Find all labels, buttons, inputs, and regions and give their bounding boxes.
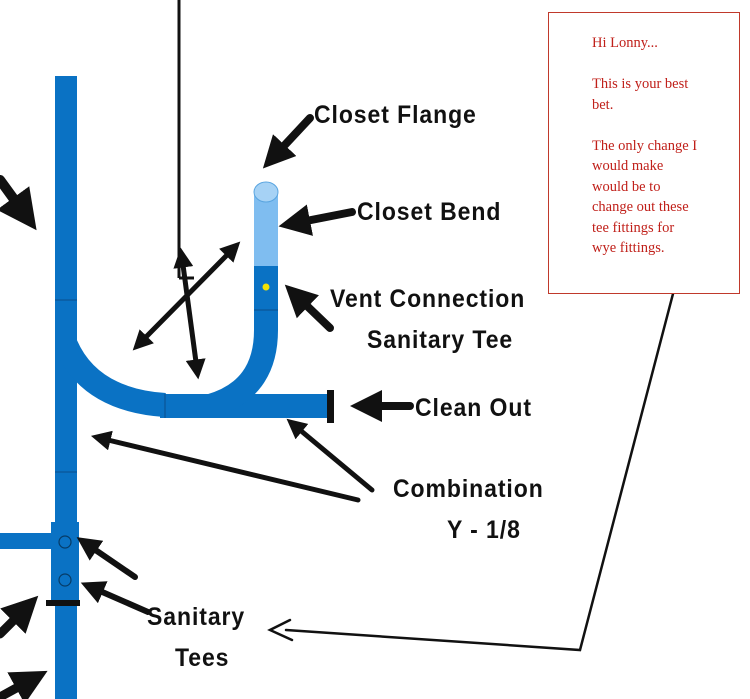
label-closet-flange: Closet Flange [314,101,477,129]
clean-out-cap [327,390,334,423]
combination-wye-fitting [55,339,167,417]
arrow-closet-bend [278,204,356,236]
note-line: The only change I [592,137,698,154]
label-combination-y: Y - 1/8 [447,516,521,544]
arrow-combination-stack [90,430,361,503]
arrow-double-lower [173,247,206,380]
note-line: tee fittings for [592,219,675,236]
note-greeting: Hi Lonny... [592,35,658,51]
arrow-sanitary-tee-lower [80,581,151,615]
arrow-sanitary-tee-upper [76,537,138,580]
label-combination: Combination [393,475,544,503]
label-closet-bend: Closet Bend [357,198,502,226]
arrow-left-edge-bottom [0,670,48,699]
label-tees: Tees [175,644,230,672]
note-line: change out these [592,199,689,215]
arrow-note-pointer [284,242,688,652]
note-line: bet. [592,96,614,113]
arrow-left-edge-mid [0,595,39,639]
comment-note: Hi Lonny... This is your best bet. The o… [548,12,740,294]
label-sanitary-tee: Sanitary Tee [367,326,514,354]
arrow-vent-connection [284,284,334,332]
sanitary-tee-vent-fitting [254,266,278,311]
closet-flange-pipe [253,181,279,266]
arrow-closet-flange [262,114,314,169]
vent-dot [262,283,270,291]
label-sanitary: Sanitary [147,603,246,631]
note-line: would be to [592,178,661,195]
note-line: wye fittings. [592,240,665,256]
label-vent-connection: Vent Connection [330,285,526,313]
lower-branch-pipe [0,522,80,606]
label-clean-out: Clean Out [415,394,532,422]
arrow-left-edge-top [0,175,37,231]
note-line: would make [592,158,664,174]
arrow-combination-drain [286,418,375,493]
arrow-note-pointer-head [267,618,294,642]
note-line: This is your best [592,76,689,92]
closet-bend-pipe [206,310,278,418]
